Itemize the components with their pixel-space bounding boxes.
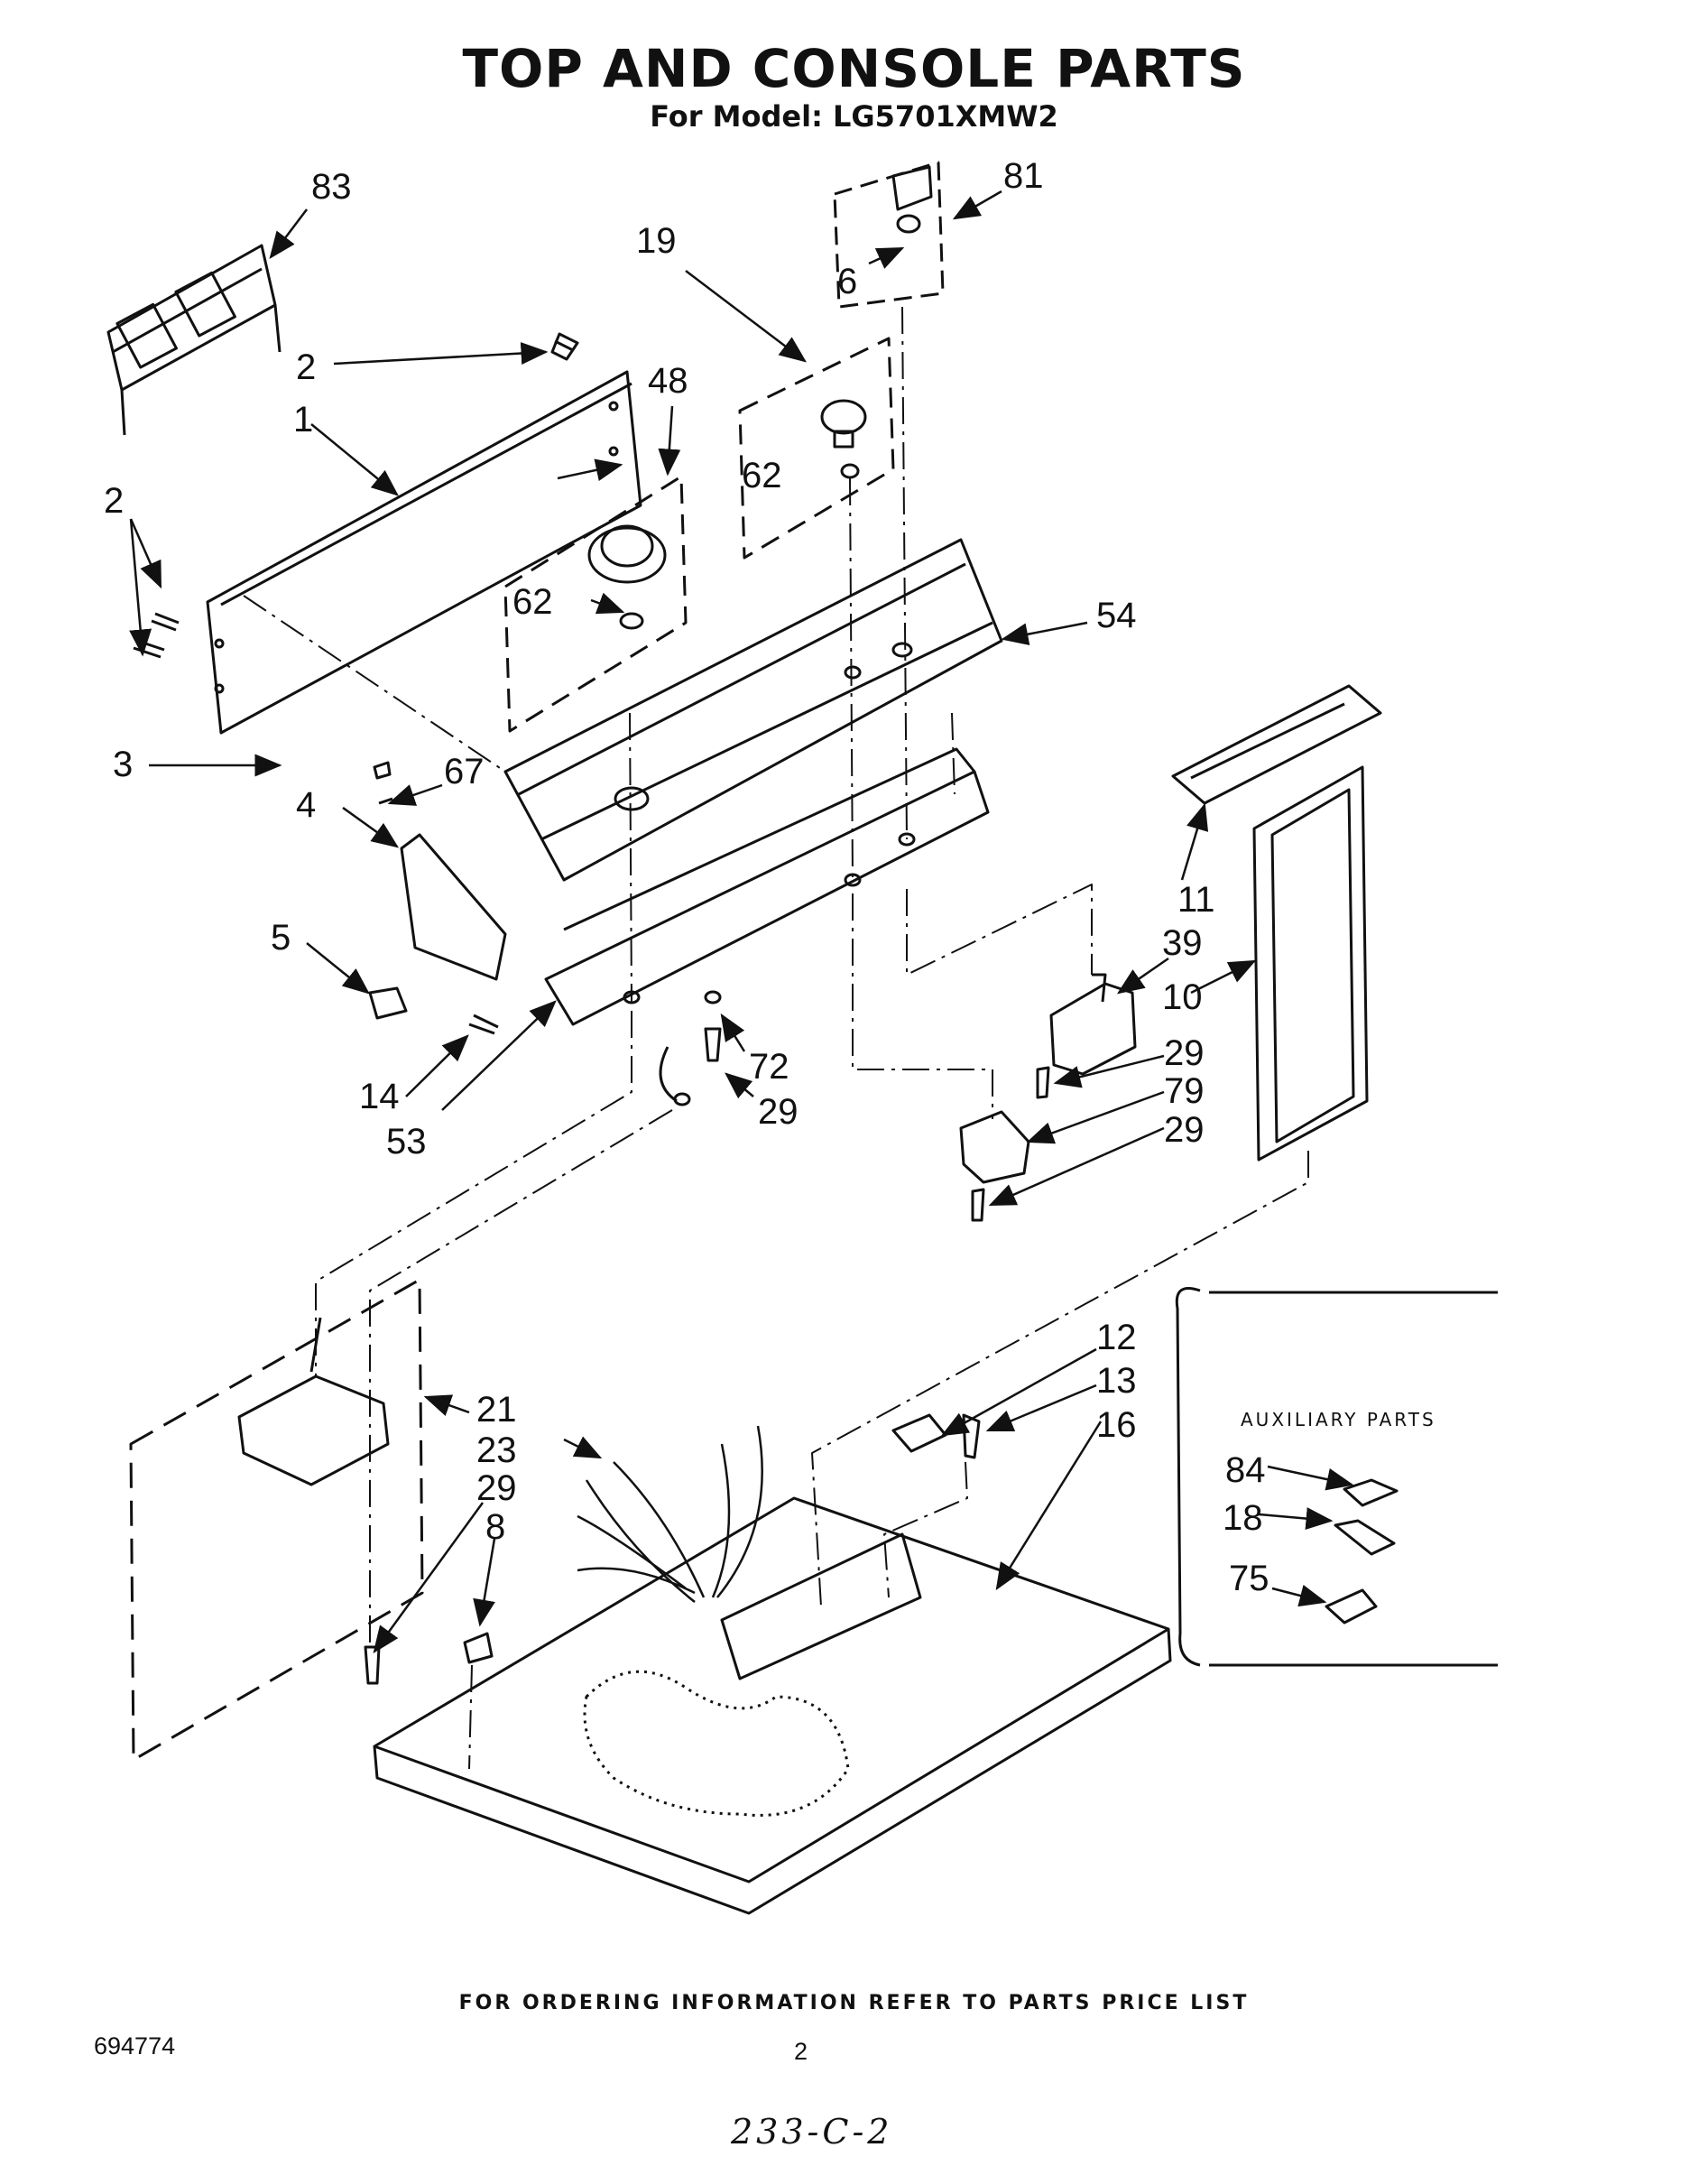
callout-4: 4 bbox=[296, 785, 316, 825]
part-2-screws bbox=[133, 332, 579, 659]
part-72-29-screws bbox=[659, 990, 722, 1106]
part-4-end-cap bbox=[373, 761, 507, 981]
callout-arrows bbox=[129, 190, 1354, 1654]
callout-48: 48 bbox=[648, 361, 688, 401]
part-48-knob-group bbox=[503, 475, 688, 733]
callout-2-left: 2 bbox=[104, 481, 124, 521]
leader-lines bbox=[243, 306, 1309, 1770]
parts-5-14-clips bbox=[368, 986, 499, 1035]
callout-8: 8 bbox=[485, 1507, 505, 1547]
callout-62-left: 62 bbox=[512, 582, 553, 622]
callout-16: 16 bbox=[1096, 1405, 1137, 1445]
callout-81: 81 bbox=[1003, 156, 1044, 196]
callout-23: 23 bbox=[476, 1430, 517, 1470]
part-16-top-panel bbox=[373, 1496, 1172, 1915]
part-21-group bbox=[129, 1278, 424, 1762]
auxiliary-title: AUXILIARY PARTS bbox=[1241, 1409, 1436, 1430]
callout-29-a: 29 bbox=[1164, 1033, 1205, 1073]
part-8-screw bbox=[364, 1632, 494, 1685]
callout-54: 54 bbox=[1096, 596, 1137, 635]
handwritten-note: 233-C-2 bbox=[731, 2112, 893, 2152]
callout-14: 14 bbox=[359, 1077, 400, 1116]
ordering-note: FOR ORDERING INFORMATION REFER TO PARTS … bbox=[458, 1992, 1250, 2014]
part-79-terminal-block bbox=[959, 1066, 1050, 1222]
aux-callout-75: 75 bbox=[1229, 1559, 1269, 1598]
callout-79: 79 bbox=[1164, 1071, 1205, 1111]
part-39-switch bbox=[1049, 973, 1137, 1076]
callout-13: 13 bbox=[1096, 1361, 1137, 1401]
part-11-lint-cover bbox=[1171, 684, 1382, 805]
callout-12: 12 bbox=[1096, 1318, 1137, 1357]
part-23-harness bbox=[577, 1425, 763, 1603]
callout-5: 5 bbox=[271, 918, 291, 958]
callout-11: 11 bbox=[1177, 880, 1215, 920]
aux-callout-18: 18 bbox=[1223, 1498, 1263, 1538]
callout-29-d: 29 bbox=[476, 1468, 517, 1508]
callout-29-c: 29 bbox=[1164, 1110, 1205, 1150]
auxiliary-bracket bbox=[1175, 1287, 1498, 1667]
callout-67: 67 bbox=[444, 752, 485, 791]
callout-83: 83 bbox=[311, 167, 352, 207]
callout-6: 6 bbox=[837, 262, 857, 301]
part-1-back-panel bbox=[206, 370, 642, 735]
callout-1: 1 bbox=[293, 400, 313, 440]
part-19-knob-group bbox=[738, 337, 895, 560]
callout-10: 10 bbox=[1162, 977, 1203, 1017]
callout-2-top: 2 bbox=[296, 347, 316, 387]
aux-callout-84: 84 bbox=[1225, 1450, 1266, 1490]
auxiliary-parts: AUXILIARY PARTS 84 18 75 bbox=[1223, 1409, 1436, 1598]
callout-53: 53 bbox=[386, 1122, 427, 1162]
callout-21: 21 bbox=[476, 1390, 517, 1430]
part-10-lint-screen bbox=[1252, 765, 1369, 1162]
callout-3: 3 bbox=[113, 745, 133, 784]
part-53-rail bbox=[544, 747, 990, 1026]
model-subtitle: For Model: LG5701XMW2 bbox=[650, 99, 1058, 134]
callout-39: 39 bbox=[1162, 923, 1203, 963]
part-83-bracket bbox=[106, 244, 282, 436]
callout-labels: 83 81 19 6 2 1 48 62 62 2 54 3 67 4 11 3… bbox=[104, 156, 1215, 1547]
callout-29-b: 29 bbox=[758, 1092, 799, 1132]
page-number: 2 bbox=[794, 2038, 808, 2065]
part-81-switch-group bbox=[833, 161, 945, 309]
callout-72: 72 bbox=[749, 1047, 789, 1087]
document-number: 694774 bbox=[94, 2032, 176, 2060]
page-title: TOP AND CONSOLE PARTS bbox=[462, 38, 1246, 99]
part-54-console bbox=[503, 538, 1003, 882]
callout-62-right: 62 bbox=[742, 456, 782, 495]
callout-19: 19 bbox=[636, 221, 677, 261]
